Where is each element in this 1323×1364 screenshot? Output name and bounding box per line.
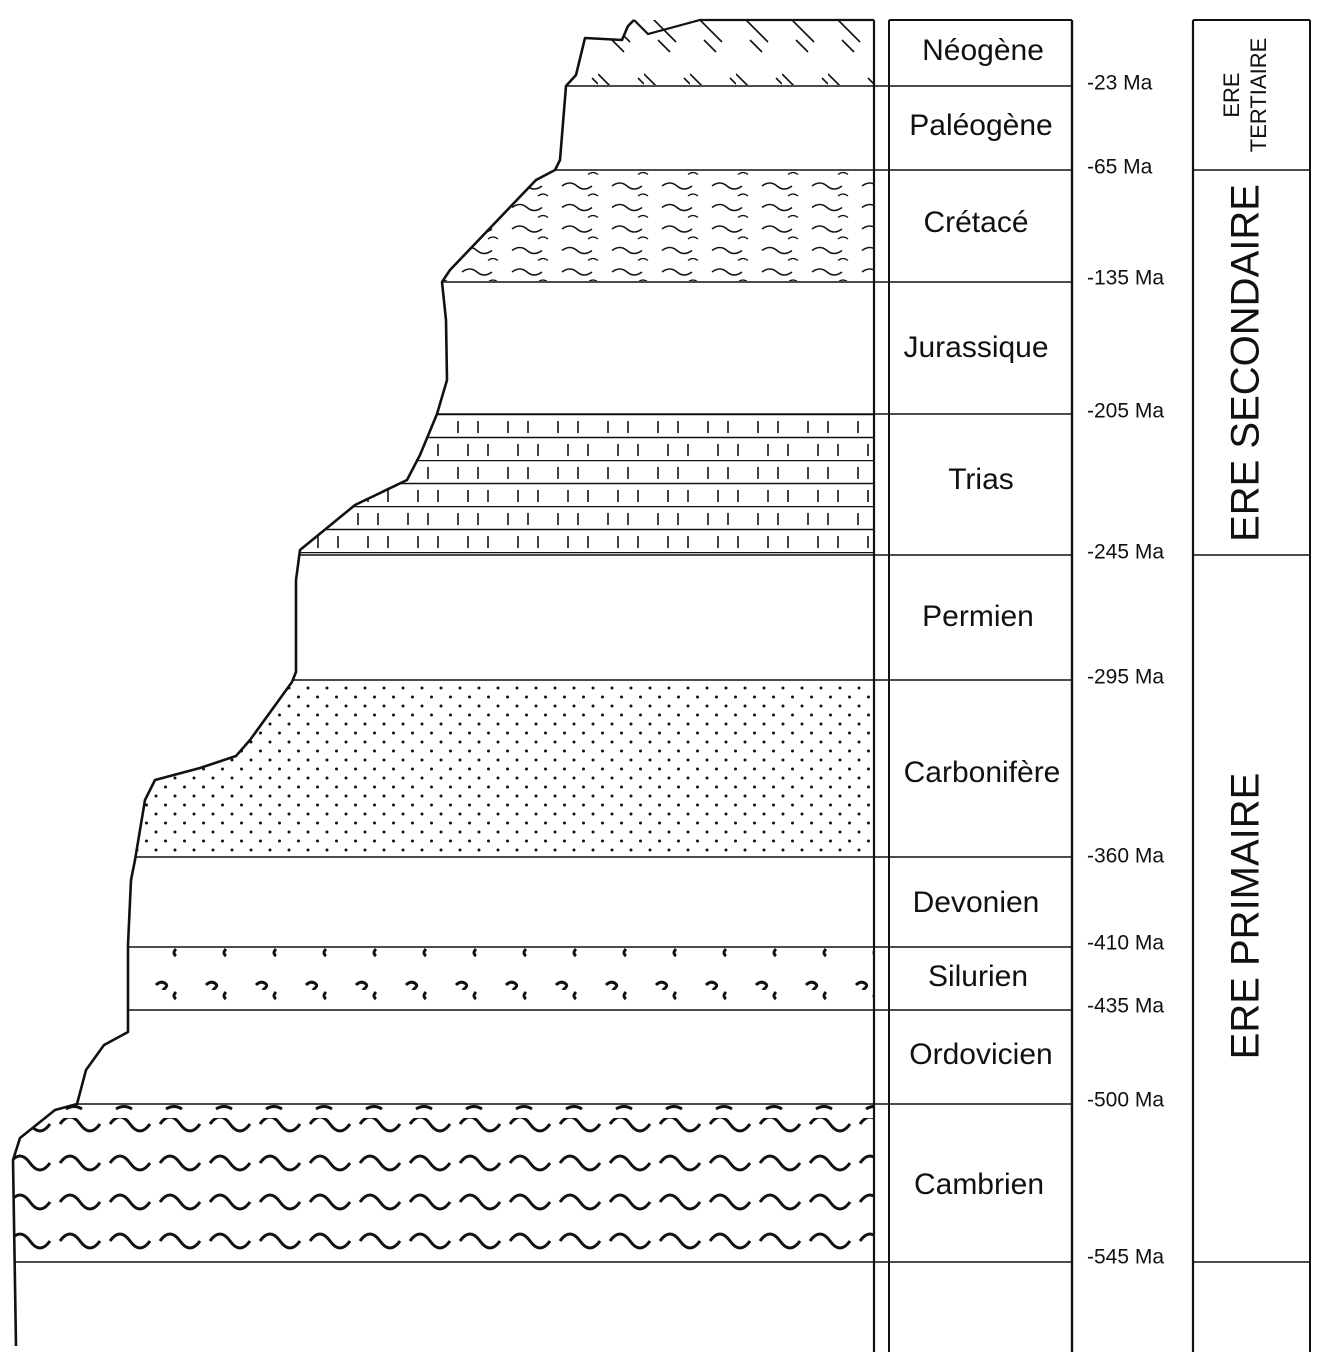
age-label: -545 Ma: [1087, 1246, 1164, 1269]
age-labels: -23 Ma -65 Ma -135 Ma -205 Ma -245 Ma -2…: [1087, 72, 1164, 1269]
era-tertiaire-line2: TERTIAIRE: [1246, 38, 1271, 153]
period-label-trias: Trias: [948, 463, 1014, 496]
period-label-neogene: Néogène: [922, 34, 1044, 67]
trias-stratum: [13, 414, 874, 555]
age-label: -295 Ma: [1087, 666, 1164, 689]
era-boundaries: [1193, 169, 1310, 1263]
column-frame: [872, 19, 1311, 1352]
period-label-paleogene: Paléogène: [909, 109, 1052, 142]
strata-fills: [13, 20, 874, 1263]
neogene-stratum: [13, 20, 874, 85]
cliff-top-edge: [633, 18, 874, 36]
period-labels: Néogène Paléogène Crétacé Jurassique Tri…: [903, 34, 1060, 1201]
age-label: -410 Ma: [1087, 932, 1164, 955]
era-secondaire: ERE SECONDAIRE: [1224, 184, 1268, 542]
period-label-cretace: Crétacé: [923, 206, 1028, 239]
period-label-devonien: Devonien: [913, 886, 1040, 919]
cretace-stratum: [13, 171, 874, 281]
period-label-jurassique: Jurassique: [903, 331, 1048, 364]
cambrien-top-marks: [13, 1104, 874, 1118]
age-label: -23 Ma: [1087, 72, 1153, 95]
period-label-permien: Permien: [922, 600, 1034, 633]
age-label: -245 Ma: [1087, 541, 1164, 564]
period-label-carbonifere: Carbonifère: [904, 756, 1061, 789]
carbonifere-stratum: [13, 680, 874, 857]
cliff-profile: [11, 19, 635, 1347]
silurien-stratum: [13, 947, 874, 1009]
age-label: -205 Ma: [1087, 400, 1164, 423]
age-label: -65 Ma: [1087, 156, 1153, 179]
period-label-ordovicien: Ordovicien: [909, 1038, 1052, 1071]
era-tertiaire-line1: ERE: [1219, 72, 1244, 117]
age-label: -435 Ma: [1087, 995, 1164, 1018]
age-label: -360 Ma: [1087, 845, 1164, 868]
cambrien-stratum: [13, 1104, 874, 1261]
era-labels: ERE TERTIAIRE ERE SECONDAIRE ERE PRIMAIR…: [1219, 38, 1271, 1060]
age-label: -135 Ma: [1087, 267, 1164, 290]
age-label: -500 Ma: [1087, 1089, 1164, 1112]
era-primaire: ERE PRIMAIRE: [1224, 773, 1268, 1060]
period-label-cambrien: Cambrien: [914, 1168, 1044, 1201]
period-boundaries: [874, 85, 1072, 1263]
period-label-silurien: Silurien: [928, 960, 1028, 993]
